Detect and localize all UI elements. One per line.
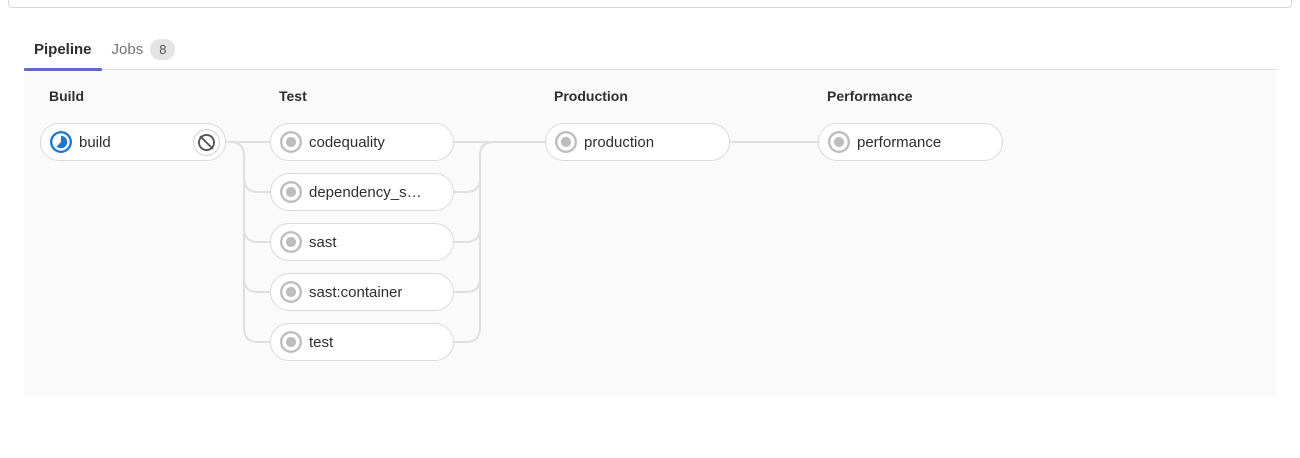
- job-pill-build[interactable]: build: [40, 123, 226, 161]
- stage-performance: Performance performance: [818, 88, 1003, 161]
- created-dot-icon: [280, 281, 302, 303]
- stage-title: Production: [554, 88, 628, 104]
- panel-bottom-edge: [8, 0, 1292, 8]
- stage-title: Test: [279, 88, 307, 104]
- created-dot-icon: [828, 131, 850, 153]
- job-pill-sast[interactable]: sast: [270, 223, 454, 261]
- running-spinner-icon: [50, 131, 72, 153]
- stage-build: Build build: [40, 88, 226, 161]
- job-pill-codequality[interactable]: codequality: [270, 123, 454, 161]
- tab-pipeline-label: Pipeline: [34, 40, 92, 58]
- job-pill-dependency-scanning[interactable]: dependency_s…: [270, 173, 454, 211]
- job-label: codequality: [309, 133, 385, 151]
- stage-production: Production production: [545, 88, 730, 161]
- job-pill-test[interactable]: test: [270, 323, 454, 361]
- created-dot-icon: [280, 131, 302, 153]
- created-dot-icon: [280, 331, 302, 353]
- job-label: build: [79, 133, 111, 151]
- tab-pipeline[interactable]: Pipeline: [24, 29, 102, 71]
- job-pill-sast-container[interactable]: sast:container: [270, 273, 454, 311]
- stage-title: Build: [49, 88, 84, 104]
- pipeline-tabs: Pipeline Jobs 8: [24, 0, 1277, 71]
- created-dot-icon: [280, 231, 302, 253]
- tab-jobs-label: Jobs: [111, 40, 144, 58]
- created-dot-icon: [280, 181, 302, 203]
- ban-icon: [198, 133, 215, 151]
- tab-jobs[interactable]: Jobs 8: [102, 29, 186, 69]
- job-label: performance: [857, 133, 942, 151]
- stage-test: Test codequality dependency_s… sast: [270, 88, 454, 361]
- cancel-job-button[interactable]: [193, 128, 220, 156]
- job-label: production: [584, 133, 655, 151]
- job-label: sast:container: [309, 283, 403, 301]
- job-label: test: [309, 333, 334, 351]
- stage-title: Performance: [827, 88, 913, 104]
- job-label: sast: [309, 233, 337, 251]
- job-pill-production[interactable]: production: [545, 123, 730, 161]
- job-label: dependency_s…: [309, 183, 422, 201]
- created-dot-icon: [555, 131, 577, 153]
- jobs-count-badge: 8: [150, 38, 176, 60]
- job-pill-performance[interactable]: performance: [818, 123, 1003, 161]
